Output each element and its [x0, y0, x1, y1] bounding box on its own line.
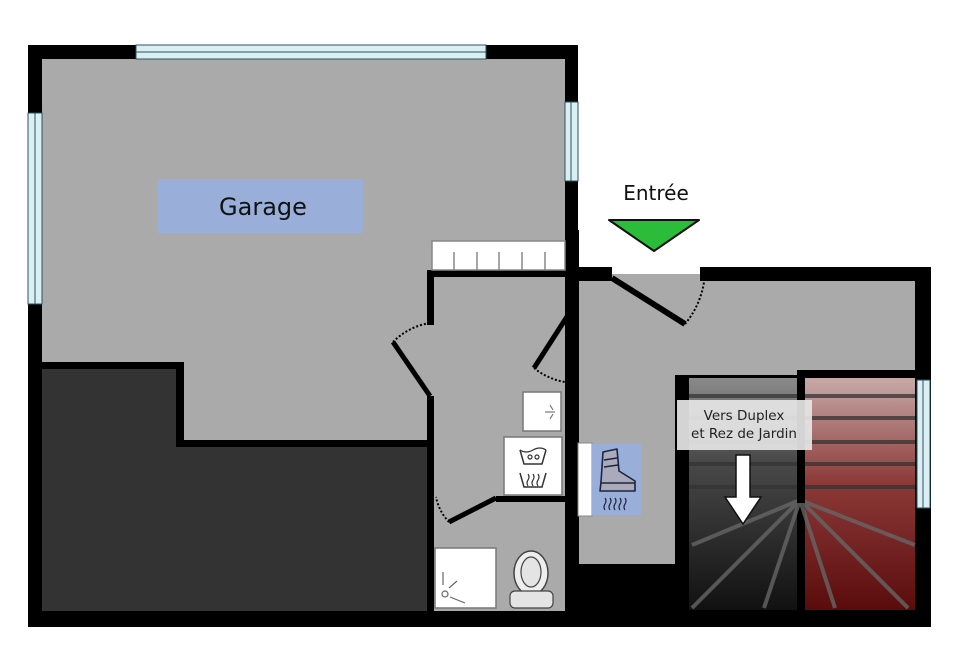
stairs-label-line1: Vers Duplex	[704, 408, 785, 424]
wc-door	[447, 495, 498, 525]
ski-boot-icon	[599, 448, 636, 492]
garage-label: Garage	[157, 179, 363, 233]
entrance-door	[610, 275, 687, 327]
washing-machine	[503, 436, 563, 496]
water-heater	[522, 391, 562, 432]
heat-waves-icon	[603, 497, 627, 511]
laundry-door	[531, 310, 573, 370]
stairs-label-line2: et Rez de Jardin	[691, 426, 797, 442]
entrance-label: Entrée	[623, 181, 689, 205]
garage-label-text: Garage	[219, 193, 307, 221]
stairs-label: Vers Duplex et Rez de Jardin	[677, 400, 812, 526]
garage-door	[390, 340, 433, 398]
shower	[434, 547, 497, 609]
shelving-unit	[431, 240, 566, 271]
entrance-marker: Entrée	[608, 181, 700, 252]
down-arrow-icon	[723, 454, 763, 526]
doors	[390, 275, 705, 525]
ski-boot-dryer	[577, 442, 641, 517]
entrance-arrow-icon	[608, 219, 700, 252]
entrance-hall-floor	[579, 281, 915, 375]
windows	[27, 44, 931, 509]
dark-area	[42, 369, 427, 611]
toilet	[509, 550, 554, 609]
